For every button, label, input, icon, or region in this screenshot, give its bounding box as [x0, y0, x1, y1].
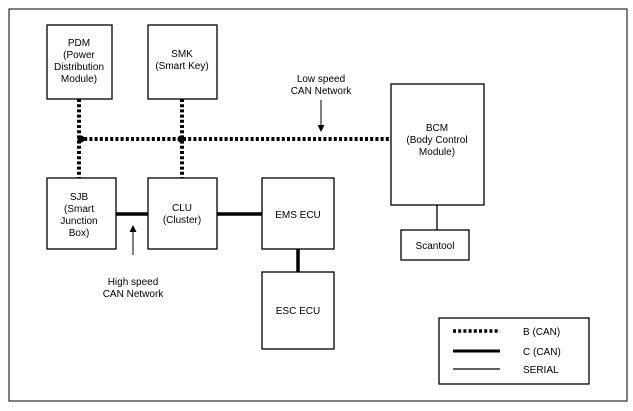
- arrow-up-icon: [129, 225, 137, 232]
- low-speed-label-2: CAN Network: [291, 86, 353, 97]
- scantool-module: Scantool: [400, 229, 470, 261]
- high-speed-label-1: High speed: [108, 277, 159, 288]
- bcm-label-1: BCM: [426, 123, 448, 134]
- sjb-module: SJB (Smart Junction Box): [46, 177, 117, 250]
- smk-label-2: (Smart Key): [155, 61, 208, 72]
- esc-ecu-module: ESC ECU: [261, 271, 335, 350]
- high-speed-label-2: CAN Network: [103, 289, 165, 300]
- legend-label-c-can: C (CAN): [523, 347, 561, 358]
- low-speed-can-bus: [77, 99, 392, 178]
- clu-label-1: CLU: [172, 203, 192, 214]
- sjb-label-3: Junction: [60, 216, 97, 227]
- legend-label-serial: SERIAL: [523, 365, 559, 376]
- pdm-label-2: (Power: [63, 50, 95, 61]
- sjb-label-4: Box): [69, 228, 90, 239]
- pdm-label-1: PDM: [68, 38, 90, 49]
- diagram-frame: [8, 8, 628, 402]
- bcm-label-3: Module): [419, 147, 455, 158]
- low-speed-label-1: Low speed: [297, 74, 345, 85]
- ems-ecu-module: EMS ECU: [261, 177, 335, 250]
- bcm-module: BCM (Body Control Module): [390, 83, 485, 206]
- pdm-label-4: Module): [61, 74, 97, 85]
- scantool-label: Scantool: [416, 241, 455, 252]
- sjb-label-1: SJB: [70, 192, 89, 203]
- clu-label-2: (Cluster): [163, 215, 201, 226]
- bcm-label-2: (Body Control: [406, 135, 467, 146]
- high-speed-annotation: High speed CAN Network: [103, 225, 165, 300]
- smk-module: SMK (Smart Key): [147, 24, 218, 100]
- bus-junction-dot: [177, 135, 185, 143]
- pdm-label-3: Distribution: [54, 62, 104, 73]
- smk-label-1: SMK: [171, 49, 193, 60]
- ems-label: EMS ECU: [275, 210, 321, 221]
- high-speed-can-bus: [116, 212, 300, 272]
- arrow-down-icon: [317, 125, 325, 132]
- pdm-module: PDM (Power Distribution Module): [46, 24, 113, 100]
- sjb-label-2: (Smart: [64, 204, 94, 215]
- legend-label-b-can: B (CAN): [523, 327, 560, 338]
- bus-junction-dot: [77, 135, 85, 143]
- low-speed-annotation: Low speed CAN Network: [291, 74, 353, 132]
- esc-label: ESC ECU: [276, 306, 320, 317]
- legend: B (CAN) C (CAN) SERIAL: [438, 317, 590, 385]
- clu-module: CLU (Cluster): [147, 177, 218, 250]
